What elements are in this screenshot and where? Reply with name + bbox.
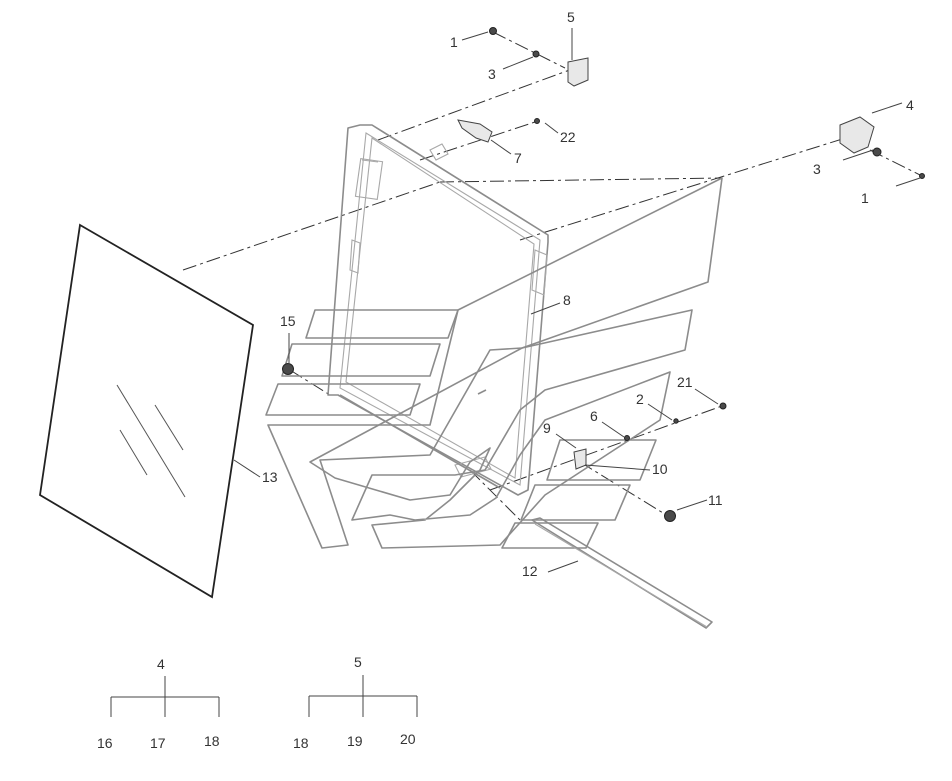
- bottom-rail: [531, 517, 713, 629]
- alignment-lines: [182, 31, 923, 521]
- tree-child-18b: 18: [293, 735, 309, 751]
- glass-panel: [39, 223, 254, 599]
- tree-parent-5: 5: [354, 654, 362, 670]
- tree-child-16: 16: [97, 735, 113, 751]
- tree-child-20: 20: [400, 731, 416, 747]
- tree-child-19: 19: [347, 733, 363, 749]
- subassembly-tree-4: 4 16 17 18: [97, 656, 220, 751]
- tree-parent-4: 4: [157, 656, 165, 672]
- callout-5: 5: [567, 9, 575, 25]
- leader-lines: [233, 28, 921, 573]
- callout-labels: 1 5 3 22 7 4 3 1 8 15 21 2 6 9 10 11 13 …: [262, 9, 914, 579]
- callout-22: 22: [560, 129, 576, 145]
- callout-7: 7: [514, 150, 522, 166]
- callout-9: 9: [543, 420, 551, 436]
- callout-3: 3: [488, 66, 496, 82]
- callout-3-right: 3: [813, 161, 821, 177]
- tree-child-18: 18: [204, 733, 220, 749]
- callout-10: 10: [652, 461, 668, 477]
- callout-12: 12: [522, 563, 538, 579]
- callout-8: 8: [563, 292, 571, 308]
- callout-1-right: 1: [861, 190, 869, 206]
- callout-2: 2: [636, 391, 644, 407]
- callout-13: 13: [262, 469, 278, 485]
- callout-21: 21: [677, 374, 693, 390]
- callout-15: 15: [280, 313, 296, 329]
- callout-6: 6: [590, 408, 598, 424]
- callout-11: 11: [708, 492, 723, 508]
- callout-1: 1: [450, 34, 458, 50]
- decal-set: [265, 177, 723, 549]
- tree-child-17: 17: [150, 735, 166, 751]
- callout-4: 4: [906, 97, 914, 113]
- subassembly-tree-5: 5 18 19 20: [293, 654, 418, 751]
- hardware: [282, 27, 925, 522]
